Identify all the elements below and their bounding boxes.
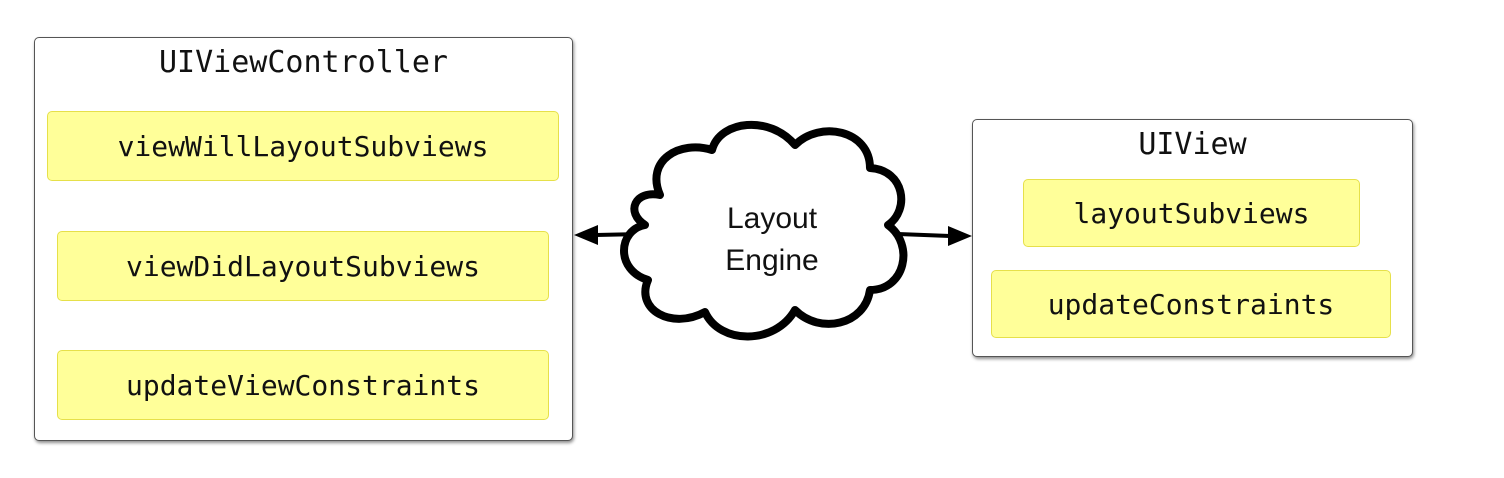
arrow-to-view [897, 226, 972, 246]
cloud-label-line1: Layout [727, 202, 818, 235]
method-view-will-layout-subviews: viewWillLayoutSubviews [47, 111, 559, 181]
cloud-label-line2: Engine [725, 244, 818, 277]
view-controller-panel: UIViewController viewWillLayoutSubviews … [34, 37, 573, 441]
view-title: UIView [1138, 127, 1247, 162]
method-view-did-layout-subviews: viewDidLayoutSubviews [57, 231, 549, 301]
view-controller-title: UIViewController [159, 45, 448, 80]
layout-engine-cloud [620, 120, 908, 341]
method-update-constraints: updateConstraints [991, 270, 1391, 338]
method-update-view-constraints: updateViewConstraints [57, 350, 549, 420]
view-panel: UIView layoutSubviews updateConstraints [972, 119, 1413, 357]
method-layout-subviews: layoutSubviews [1023, 179, 1360, 247]
